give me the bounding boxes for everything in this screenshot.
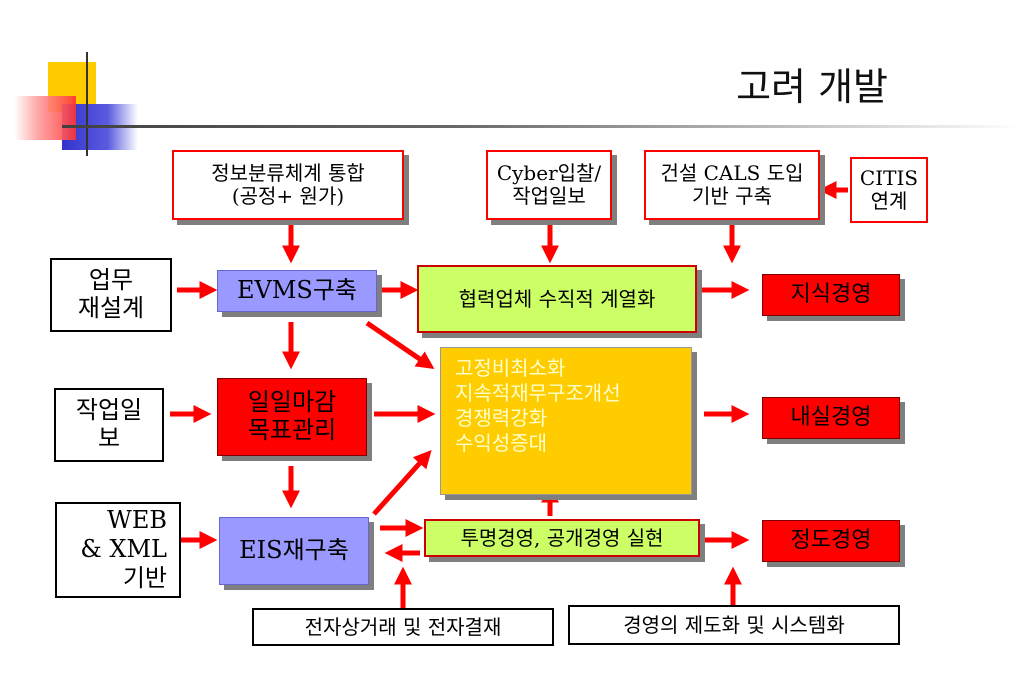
cyber-bidding-line1: Cyber입찰/ bbox=[496, 161, 602, 185]
daily-closing-box: 일일마감 목표관리 bbox=[217, 378, 367, 456]
cyber-bidding-box: Cyber입찰/ 작업일보 bbox=[486, 150, 612, 220]
internal-mgmt-label: 내실경영 bbox=[790, 405, 872, 431]
info-classification-box: 정보분류체계 통합 (공정+ 원가) bbox=[172, 150, 404, 220]
citis-line1: CITIS bbox=[859, 166, 919, 190]
title-underline bbox=[62, 125, 1022, 128]
decorative-red-square bbox=[14, 96, 76, 140]
info-classification-line2: (공정+ 원가) bbox=[231, 184, 345, 208]
cals-box: 건설 CALS 도입 기반 구축 bbox=[644, 150, 820, 220]
web-xml-line2: & XML bbox=[80, 534, 167, 563]
center-goal-item: 수익성증대 bbox=[455, 431, 547, 455]
ecommerce-label: 전자상거래 및 전자결재 bbox=[304, 614, 502, 639]
web-xml-line3: 기반 bbox=[122, 563, 167, 592]
center-goal-item: 경쟁력강화 bbox=[455, 406, 547, 430]
knowledge-mgmt-box: 지식경영 bbox=[762, 274, 900, 316]
transparent-mgmt-label: 투명경영, 공개경영 실현 bbox=[460, 525, 664, 550]
cals-line1: 건설 CALS 도입 bbox=[660, 161, 804, 185]
eis-box: EIS재구축 bbox=[219, 517, 369, 585]
ethical-mgmt-label: 정도경영 bbox=[790, 528, 872, 554]
business-redesign-line2: 재설계 bbox=[77, 294, 145, 322]
citis-line2: 연계 bbox=[870, 189, 908, 213]
web-xml-box: WEB & XML 기반 bbox=[55, 502, 181, 598]
systemization-box: 경영의 제도화 및 시스템화 bbox=[568, 605, 900, 645]
web-xml-line1: WEB bbox=[107, 506, 167, 534]
knowledge-mgmt-label: 지식경영 bbox=[790, 282, 872, 308]
daily-report-line1: 작업일 bbox=[75, 396, 143, 425]
evms-box: EVMS구축 bbox=[217, 270, 377, 312]
center-goal-item: 지속적재무구조개선 bbox=[455, 381, 621, 405]
arrow-evms-to-center bbox=[365, 320, 435, 370]
evms-label: EVMS구축 bbox=[236, 276, 358, 305]
slide-title: 고려 개발 bbox=[736, 65, 888, 109]
internal-mgmt-box: 내실경영 bbox=[762, 397, 900, 439]
business-redesign-box: 업무 재설계 bbox=[50, 258, 172, 332]
daily-report-box: 작업일 보 bbox=[54, 388, 164, 462]
decorative-vertical-line bbox=[86, 52, 88, 156]
business-redesign-line1: 업무 bbox=[88, 266, 134, 295]
daily-closing-line1: 일일마감 bbox=[247, 388, 337, 417]
cals-line2: 기반 구축 bbox=[692, 184, 772, 208]
ecommerce-box: 전자상거래 및 전자결재 bbox=[252, 608, 554, 646]
daily-report-line2: 보 bbox=[97, 424, 121, 452]
citis-box: CITIS 연계 bbox=[850, 157, 928, 223]
ethical-mgmt-box: 정도경영 bbox=[762, 520, 900, 562]
center-goal-item: 고정비최소화 bbox=[455, 356, 566, 380]
vertical-affiliation-box: 협력업체 수직적 계열화 bbox=[417, 265, 697, 333]
systemization-label: 경영의 제도화 및 시스템화 bbox=[623, 612, 845, 637]
vertical-affiliation-label: 협력업체 수직적 계열화 bbox=[458, 286, 656, 311]
center-goals-box: 고정비최소화 지속적재무구조개선 경쟁력강화 수익성증대 bbox=[440, 347, 692, 495]
daily-closing-line2: 목표관리 bbox=[247, 416, 337, 444]
center-goals-list: 고정비최소화 지속적재무구조개선 경쟁력강화 수익성증대 bbox=[455, 356, 691, 456]
arrow-eis-to-center bbox=[372, 449, 432, 516]
cyber-bidding-line2: 작업일보 bbox=[512, 184, 586, 208]
transparent-mgmt-box: 투명경영, 공개경영 실현 bbox=[424, 519, 700, 557]
eis-label: EIS재구축 bbox=[239, 536, 349, 565]
info-classification-line1: 정보분류체계 통합 bbox=[211, 161, 365, 185]
